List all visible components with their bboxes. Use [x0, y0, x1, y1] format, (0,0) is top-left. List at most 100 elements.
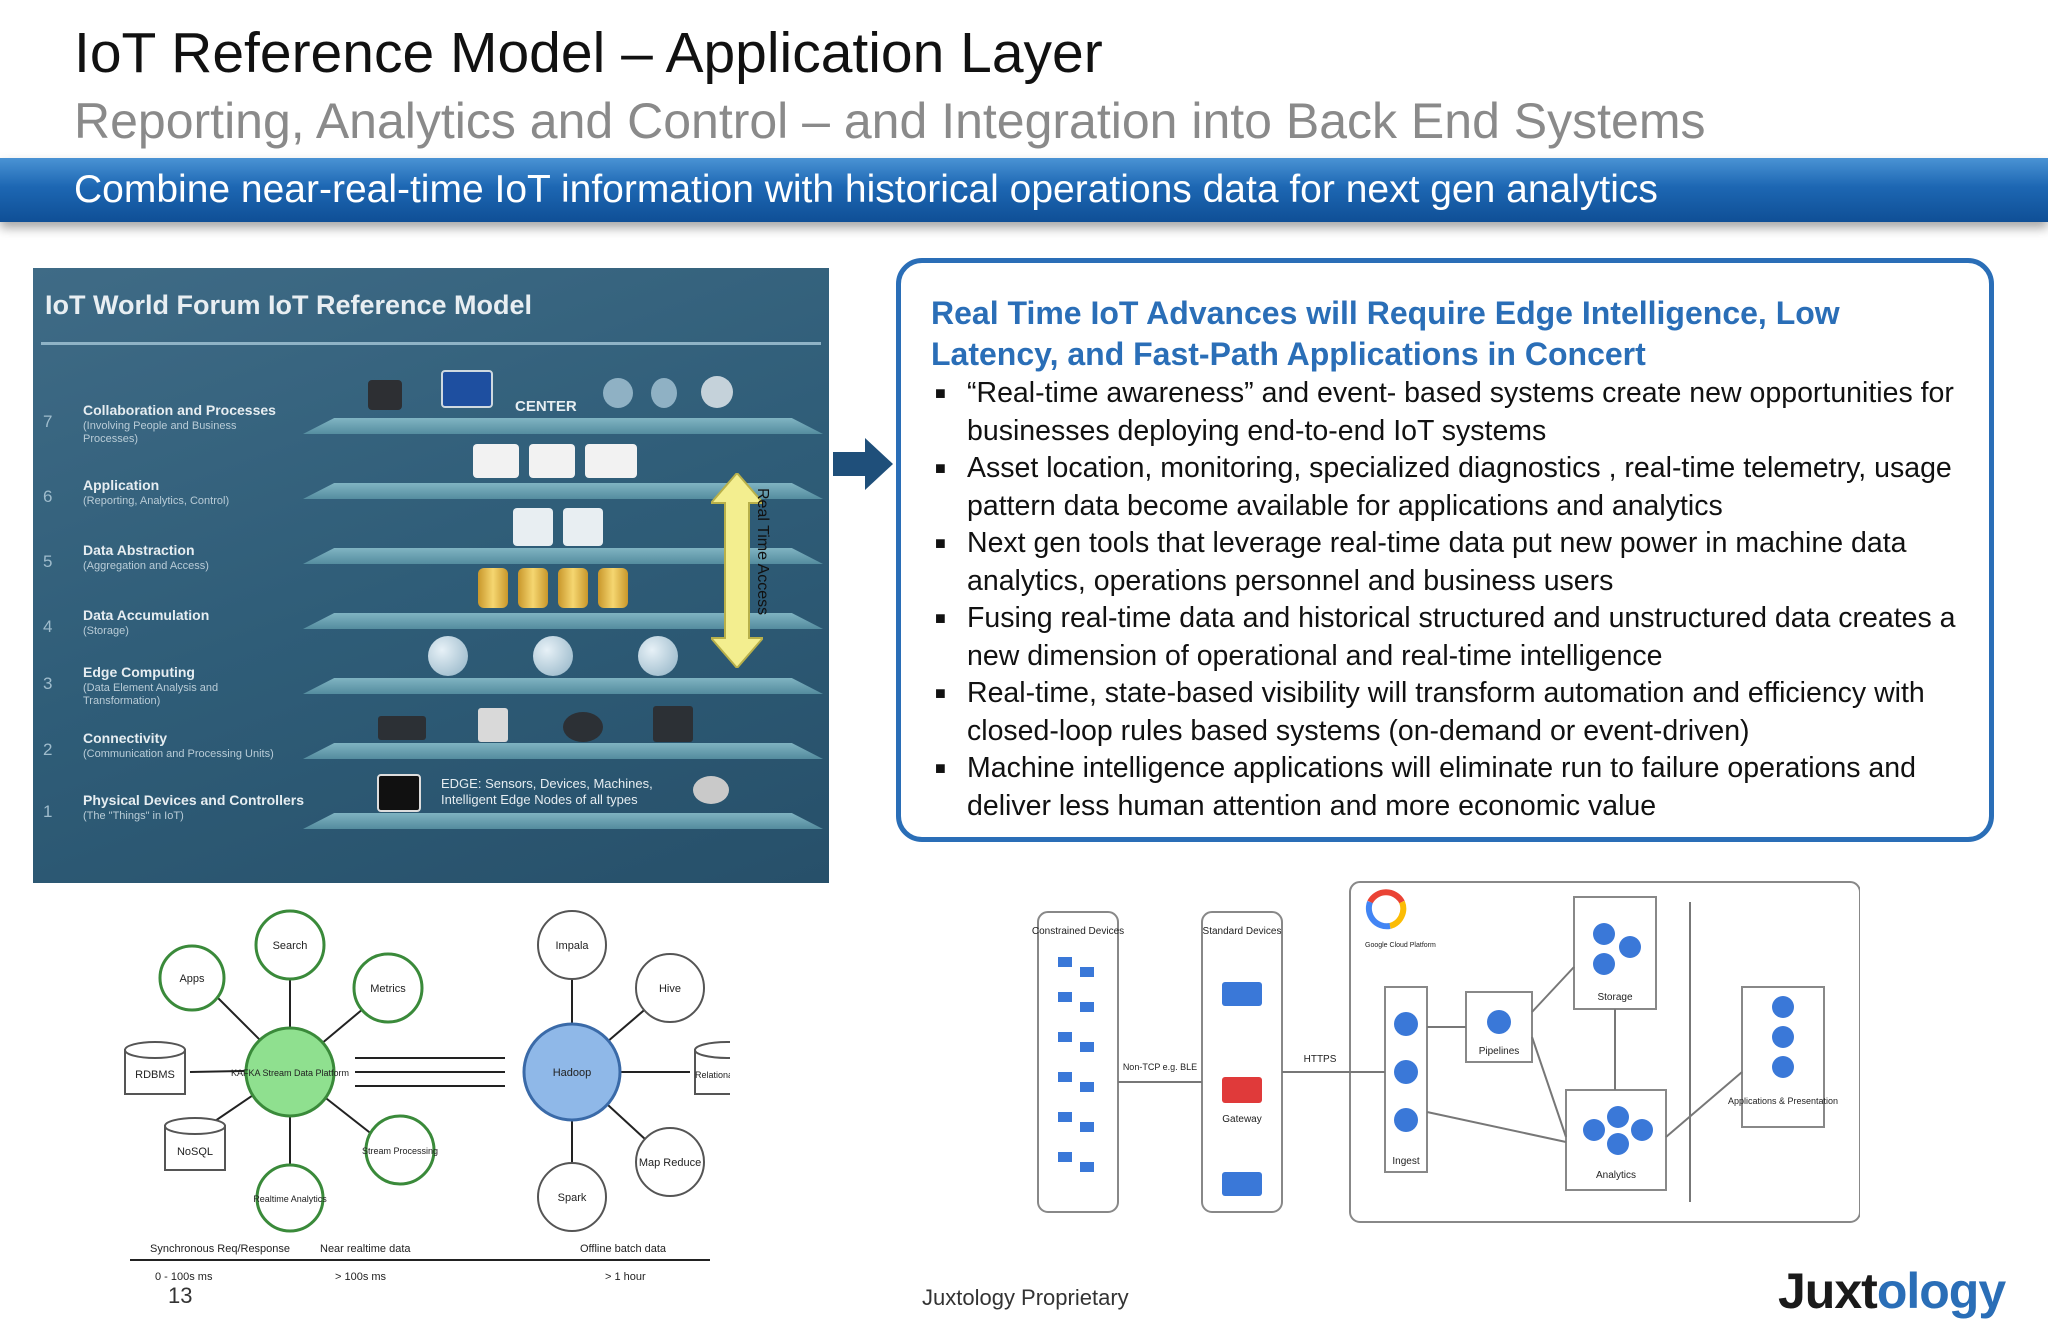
bullet-marker: ■ [935, 533, 946, 553]
sync-icon [701, 376, 733, 408]
layer-name: Data Abstraction [83, 542, 195, 558]
layer-1: 1 Physical Devices and Controllers (The … [33, 788, 829, 848]
hadoop-node-circles [537, 910, 705, 1232]
constrained-devices-label: Constrained Devices [1032, 926, 1124, 937]
router-icon [563, 712, 603, 742]
node-nosql: NoSQL [177, 1146, 213, 1158]
gateway-label: Gateway [1222, 1114, 1261, 1125]
juxtology-logo: Juxtology [1778, 1262, 2006, 1320]
reference-model-rule [41, 342, 821, 345]
list-item: ■Machine intelligence applications will … [929, 750, 1979, 825]
node-impala: Impala [555, 940, 589, 952]
reference-model-title: IoT World Forum IoT Reference Model [45, 290, 533, 320]
reference-model-image: IoT World Forum IoT Reference Model 7 Co… [33, 268, 829, 883]
layer-name: Connectivity [83, 730, 168, 746]
applications-label: Applications & Presentation [1728, 1096, 1838, 1106]
device-icons [1058, 923, 1794, 1196]
list-item: ■ “Real-time awareness” and event- based … [929, 375, 1979, 450]
layer-name: Application [83, 477, 160, 493]
logo-part-1: Juxt [1778, 1263, 1878, 1319]
layer-number: 3 [43, 674, 53, 693]
layer-description: (Communication and Processing Units) [83, 748, 274, 760]
bar-chart-icon [585, 444, 637, 478]
layer-4: 4 Data Accumulation (Storage) [33, 603, 829, 663]
layer-description: (Reporting, Analytics, Control) [83, 495, 230, 507]
database-icon [598, 568, 628, 608]
edge-label: EDGE: Sensors, Devices, Machines, Intell… [441, 776, 653, 807]
axis-label-sync: Synchronous Req/Response [150, 1243, 290, 1255]
callout-box: Real Time IoT Advances will Require Edge… [896, 258, 1994, 842]
slide-title: IoT Reference Model – Application Layer [74, 21, 1103, 85]
layer-number: 5 [43, 552, 53, 571]
layer-plate [303, 678, 823, 694]
switch-icon [378, 716, 426, 740]
node-apps: Apps [179, 973, 205, 985]
video-camera-icon [368, 380, 402, 410]
real-time-access-arrow [711, 473, 763, 668]
list-item: ■Asset location, monitoring, specialized… [929, 450, 1979, 525]
pipelines-label: Pipelines [1479, 1046, 1520, 1057]
database-icon [518, 568, 548, 608]
layer-name: Data Accumulation [83, 607, 210, 623]
layer-3: 3 Edge Computing (Data Element Analysis … [33, 660, 829, 720]
layer-number: 7 [43, 412, 53, 431]
layer-description: (Aggregation and Access) [83, 560, 209, 572]
page-number: 13 [168, 1283, 193, 1308]
axis-label-1-hour: > 1 hour [605, 1271, 646, 1283]
layer-5: 5 Data Abstraction (Aggregation and Acce… [33, 538, 829, 598]
layer-plate [303, 613, 823, 629]
list-item: ■Fusing real-time data and historical st… [929, 600, 1979, 675]
edge-node-icon [533, 636, 573, 676]
axis-label-offline: Offline batch data [580, 1243, 667, 1255]
layer-name: Collaboration and Processes [83, 402, 276, 418]
router-icon [478, 708, 508, 742]
phone-icon [603, 378, 633, 408]
layer-plate [303, 548, 823, 564]
cloud-platform-label: Google Cloud Platform [1365, 942, 1436, 949]
standard-devices-box [1201, 911, 1283, 1213]
bullet-marker: ■ [935, 683, 946, 703]
banner-text: Combine near-real-time IoT information w… [74, 168, 1658, 211]
flow-arrows [1118, 902, 1743, 1202]
bullet-text: Next gen tools that leverage real-time d… [967, 527, 1907, 597]
layer-plate [303, 743, 823, 759]
list-item: ■ Next gen tools that leverage real-time … [929, 525, 1979, 600]
bullet-text: Real-time, state-based visibility will t… [967, 677, 1925, 747]
layer-number: 4 [43, 617, 53, 636]
layer-plate [303, 813, 823, 829]
proprietary-notice: Juxtology Proprietary [922, 1285, 1129, 1310]
node-realtime-analytics: Realtime Analytics [253, 1194, 327, 1204]
gauge-icon [473, 444, 519, 478]
constrained-devices-box [1037, 911, 1119, 1213]
kafka-hub-label: KAFKA Stream Data Platform [231, 1068, 349, 1078]
non-tcp-label: Non-TCP e.g. BLE [1123, 1062, 1197, 1072]
analytics-label: Analytics [1596, 1170, 1636, 1181]
node-spark: Spark [558, 1192, 587, 1204]
layer-number: 2 [43, 740, 53, 759]
edge-node-icon [638, 636, 678, 676]
device-icon [693, 776, 729, 804]
logo-part-2: ology [1876, 1263, 2006, 1319]
layer-number: 6 [43, 487, 53, 506]
kafka-hadoop-diagram: Search Apps Metrics RDBMS NoSQL Stream P… [124, 909, 730, 1283]
standard-devices-label: Standard Devices [1203, 926, 1282, 937]
layer-description: (The "Things" in IoT) [83, 810, 184, 822]
database-icon [478, 568, 508, 608]
google-cloud-logo-icon [1365, 889, 1407, 930]
node-rdbms: RDBMS [135, 1069, 175, 1081]
hadoop-hub-label: Hadoop [553, 1067, 592, 1079]
bullet-marker: ■ [935, 608, 946, 628]
bullet-text: Machine intelligence applications will e… [967, 752, 1916, 822]
kafka-hub [244, 1026, 336, 1118]
layer-2: 2 Connectivity (Communication and Proces… [33, 726, 829, 786]
bullet-marker: ■ [935, 383, 946, 403]
arrow-right-icon [833, 438, 893, 490]
bullet-text: “Real-time awareness” and event- based s… [967, 377, 1954, 447]
gcp-iot-diagram: Constrained Devices Standard Devices Gat… [1032, 881, 1860, 1223]
callout-heading: Real Time IoT Advances will Require Edge… [931, 295, 1840, 372]
slide-subtitle: Reporting, Analytics and Control – and I… [74, 93, 1706, 149]
node-search: Search [273, 940, 308, 952]
layer-description: (Involving People and Business Processes… [83, 420, 237, 445]
axis-label-100ms: > 100s ms [335, 1271, 387, 1283]
data-abstraction-icon [513, 508, 553, 546]
